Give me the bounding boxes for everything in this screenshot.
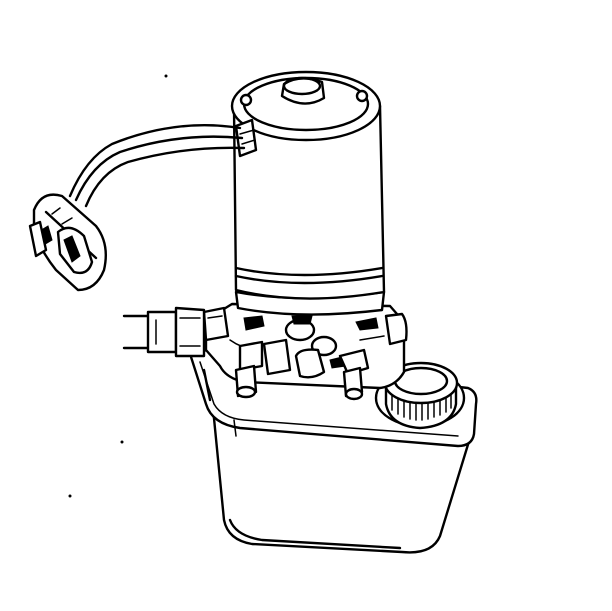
pump-body-icon	[202, 290, 408, 390]
motor-housing-icon	[230, 70, 386, 300]
electrical-connector-icon	[28, 124, 246, 292]
scan-specks	[68, 74, 168, 498]
hose-fitting-icon	[122, 306, 370, 401]
fill-cap-icon	[374, 361, 466, 430]
